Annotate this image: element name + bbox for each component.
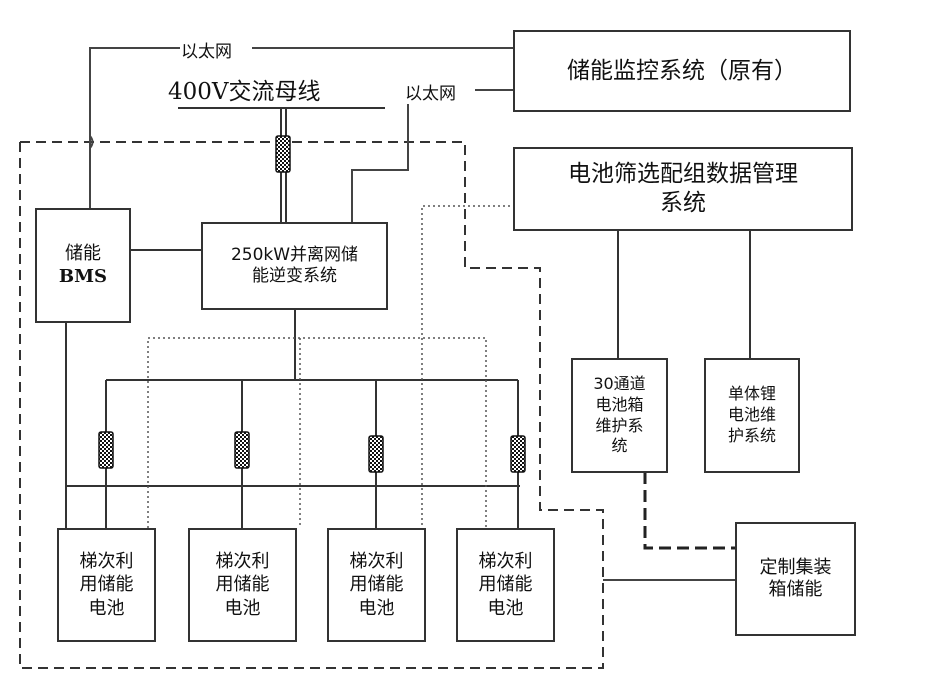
battery-branches bbox=[105, 380, 519, 528]
channel30-maintenance-box: 30通道 电池箱 维护系 统 bbox=[571, 358, 668, 473]
battery-breaker-icon-3 bbox=[368, 435, 384, 473]
crossing-hop bbox=[89, 135, 94, 149]
ethernet-line-mid bbox=[351, 104, 409, 222]
battery-box: 梯次利 用储能 电池 bbox=[57, 528, 156, 642]
bms-box: 储能 BMS bbox=[35, 208, 131, 323]
inverter-box: 250kW并离网储 能逆变系统 bbox=[201, 222, 388, 310]
data-link-dotted bbox=[147, 205, 515, 528]
bms-label-line2: BMS bbox=[58, 265, 108, 287]
screening-system-box: 电池筛选配组数据管理 系统 bbox=[513, 147, 853, 231]
container-storage-box: 定制集装 箱储能 bbox=[735, 522, 856, 636]
battery-breaker-icon-2 bbox=[234, 431, 250, 469]
battery-box: 梯次利 用储能 电池 bbox=[188, 528, 297, 642]
battery-box: 梯次利 用储能 电池 bbox=[327, 528, 426, 642]
ac-bus-label: 400V交流母线 bbox=[168, 79, 321, 105]
ethernet-line-top bbox=[89, 47, 180, 208]
single-cell-maintenance-box: 单体锂 电池维 护系统 bbox=[704, 358, 800, 473]
channel30-to-container-dashed bbox=[643, 472, 735, 550]
battery-box: 梯次利 用储能 电池 bbox=[456, 528, 555, 642]
main-breaker-icon bbox=[275, 135, 291, 173]
ethernet-label-top: 以太网 bbox=[181, 42, 232, 62]
ethernet-label-mid: 以太网 bbox=[405, 84, 456, 104]
bms-label-line1: 储能 bbox=[65, 243, 101, 264]
battery-breaker-icon-4 bbox=[510, 435, 526, 473]
monitor-system-box: 储能监控系统（原有） bbox=[513, 30, 851, 112]
battery-breaker-icon-1 bbox=[98, 431, 114, 469]
storage-boundary-dashed bbox=[19, 141, 604, 669]
